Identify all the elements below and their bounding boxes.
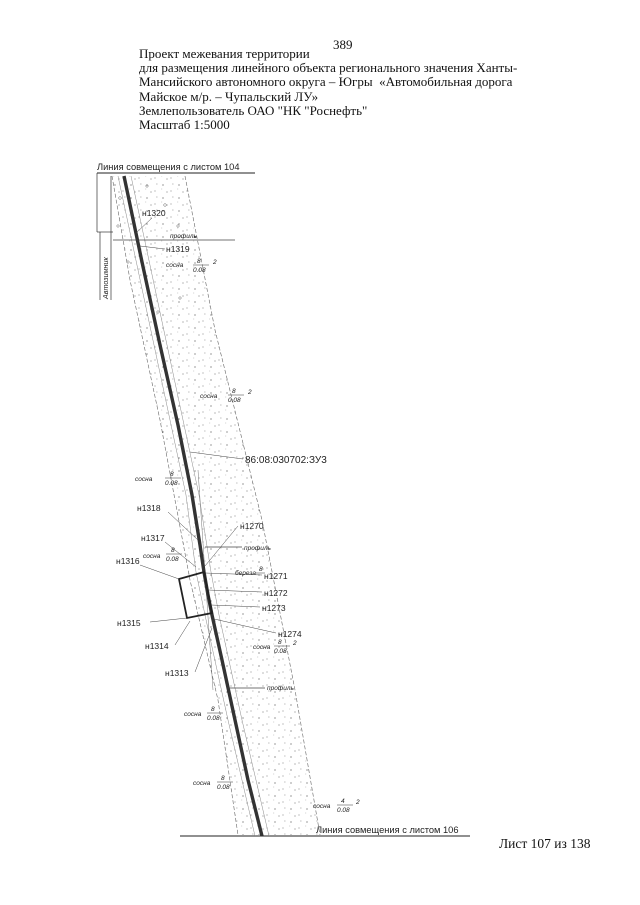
forest-suffix: 2 <box>355 799 360 806</box>
parcel-boundary <box>177 570 214 620</box>
forest-label: сосна 8 0.08 2 <box>166 258 217 274</box>
point-label-n1318: н1318 <box>137 503 161 513</box>
forest-num: 8 <box>170 471 174 478</box>
point-label-n1313: н1313 <box>165 668 189 678</box>
point-label-n1272: н1272 <box>264 588 288 598</box>
forest-label: сосна 8 0.08 <box>193 775 233 791</box>
forest-num: 4 <box>341 798 345 805</box>
parcel-id: 86:08:030702:ЗУ3 <box>245 455 327 466</box>
forest-den: 0.08 <box>228 397 241 404</box>
forest-suffix: 2 <box>292 640 297 647</box>
forest-num: 8 <box>197 258 201 265</box>
point-label-n1271: н1271 <box>264 571 288 581</box>
forest-label: береза 8 <box>235 566 265 577</box>
forest-suffix: 2 <box>212 259 217 266</box>
match-line-bottom-label: Линия совмещения с листом 106 <box>316 825 459 835</box>
header-line: Майское м/р. – Чупальский ЛУ» <box>139 88 319 104</box>
forest-species: сосна <box>184 711 202 718</box>
forest-num: 8 <box>211 706 215 713</box>
forest-num: 8 <box>259 566 263 573</box>
forest-species: сосна <box>143 553 161 560</box>
forest-den: 0.08 <box>207 715 220 722</box>
row-boundary-left <box>117 175 256 837</box>
forest-markers <box>116 184 182 314</box>
forest-den: 0.08 <box>274 648 287 655</box>
forest-den: 0.08 <box>193 267 206 274</box>
forest-label: сосна 8 0.08 <box>143 547 182 563</box>
point-label-n1270: н1270 <box>240 521 264 531</box>
header-title: Проект межевания территории <box>139 46 310 61</box>
document-header: Проект межевания территории для размещен… <box>139 46 518 133</box>
forest-species: сосна <box>200 393 218 400</box>
point-label-n1317: н1317 <box>141 533 165 543</box>
point-label-n1273: н1273 <box>262 603 286 613</box>
forest-label: сосна 8 0.08 <box>135 471 181 487</box>
forest-den: 0.08 <box>166 556 179 563</box>
point-label-n1319: н1319 <box>166 244 190 254</box>
forest-num: 8 <box>232 388 236 395</box>
forest-label: сосна 8 0.08 <box>184 706 223 722</box>
forest-den: 0.08 <box>217 784 230 791</box>
row-boundary-right <box>130 175 270 837</box>
header-line: для размещения линейного объекта региона… <box>139 60 518 76</box>
profile-label: профиль <box>244 545 272 552</box>
forest-label: сосна 8 0.08 2 <box>200 388 252 404</box>
page-number: 389 <box>333 37 353 52</box>
forest-num: 8 <box>278 639 282 646</box>
point-label-n1320: н1320 <box>142 208 166 218</box>
forest-label: сосна 8 0.08 2 <box>253 639 297 655</box>
forest-label: сосна 4 0.08 2 <box>313 798 360 814</box>
forest-den: 0.08 <box>165 480 178 487</box>
forest-area <box>112 176 320 835</box>
forest-species: сосна <box>193 780 211 787</box>
point-label-n1315: н1315 <box>117 618 141 628</box>
forest-species: сосна <box>166 262 184 269</box>
point-label-n1314: н1314 <box>145 641 169 651</box>
header-line: Мансийского автономного округа – Югры «А… <box>139 74 513 90</box>
forest-species: сосна <box>135 476 153 483</box>
land-user: Землепользователь ОАО "НК "Роснефть" <box>139 102 368 118</box>
winter-road <box>96 173 113 300</box>
forest-species: береза <box>235 569 256 577</box>
forest-species: сосна <box>253 644 271 651</box>
forest-num: 8 <box>221 775 225 782</box>
forest-suffix: 2 <box>247 389 252 396</box>
forest-species: сосна <box>313 803 331 810</box>
winter-road-label: Автозимник <box>101 256 110 300</box>
scale: Масштаб 1:5000 <box>139 117 230 133</box>
forest-den: 0.08 <box>337 807 350 814</box>
leader-lines <box>135 217 277 673</box>
sheet-number: Лист 107 из 138 <box>499 836 591 851</box>
profile-label: профиль <box>267 685 295 692</box>
match-line-top-label: Линия совмещения с листом 104 <box>97 162 240 172</box>
forest-edge-right <box>184 175 321 836</box>
point-label-n1316: н1316 <box>116 556 140 566</box>
forest-num: 8 <box>171 547 175 554</box>
point-label-n1274: н1274 <box>278 629 302 639</box>
profile-label: профиль <box>170 233 198 240</box>
